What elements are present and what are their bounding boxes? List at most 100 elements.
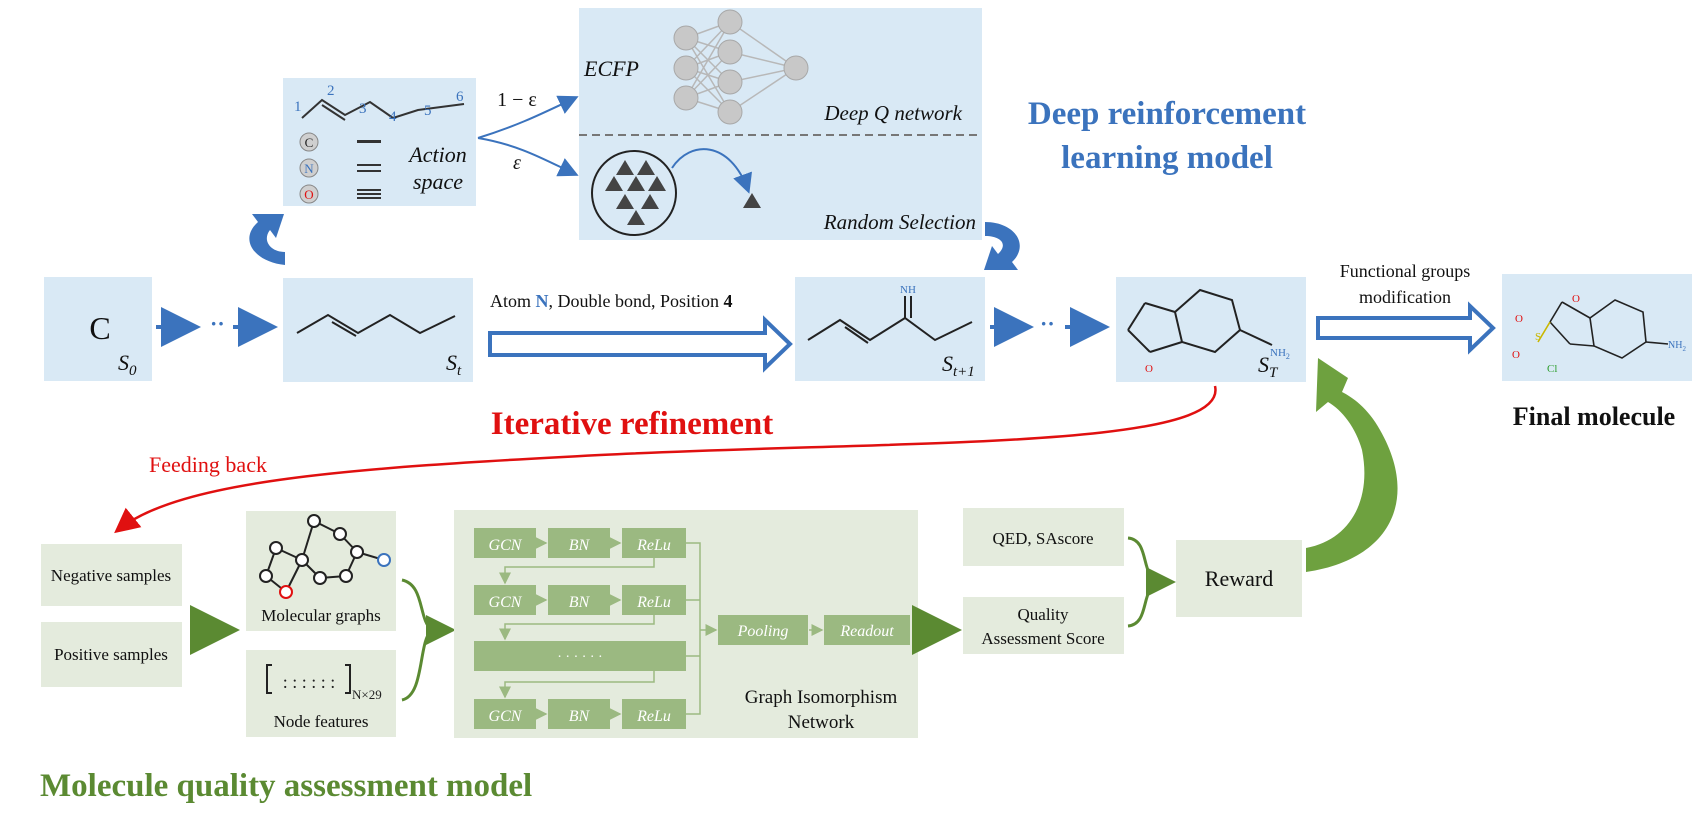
- molecular-graphs-label: Molecular graphs: [261, 606, 380, 625]
- dqn-label: Deep Q network: [823, 101, 962, 125]
- reward-box: Reward: [1176, 540, 1302, 617]
- gin-connectors: [499, 537, 824, 720]
- ecfp-label: ECFP: [583, 56, 639, 81]
- gin-ellipsis-row: · · · · · ·: [474, 641, 686, 671]
- svg-text:· · · · · ·: · · · · · ·: [557, 650, 602, 665]
- drl-title-line1: Deep reinforcement: [1028, 96, 1306, 132]
- node-feature-matrix-icon: : : : : : : N×29: [266, 664, 382, 702]
- functional-hollow-arrow-icon: [1316, 301, 1496, 355]
- final-molecule-title: Final molecule: [1513, 402, 1675, 431]
- svg-text:BN: BN: [569, 537, 591, 554]
- sT-nh2-label: NH2: [1270, 347, 1290, 361]
- action-space-label-line1: Action: [407, 142, 466, 167]
- final-molecule: O S O O Cl NH2: [1502, 274, 1692, 381]
- gin-panel: GCN BN ReLu GCN BN ReLu · · · · · · GCN …: [454, 510, 918, 738]
- svg-text:BN: BN: [569, 594, 591, 611]
- bond-triple-icon: [357, 189, 381, 199]
- action-hollow-arrow-icon: [488, 315, 793, 373]
- final-o-label: O: [1572, 293, 1580, 305]
- svg-text:GCN: GCN: [489, 708, 523, 725]
- st-label: St: [446, 350, 462, 379]
- position-5: 5: [424, 103, 432, 119]
- gin-name-line2: Network: [788, 712, 855, 733]
- atom-n-circle: [299, 158, 319, 178]
- svg-text:··: ··: [1040, 311, 1055, 336]
- iterative-refinement-title: Iterative refinement: [491, 406, 774, 442]
- functional-groups-step: Functional groups modification: [1316, 261, 1496, 355]
- final-o1-label: O: [1515, 313, 1523, 325]
- curl-arrow-up-icon: [249, 214, 285, 265]
- gin-row-2: GCN BN ReLu: [474, 585, 686, 615]
- quality-score-line2: Assessment Score: [981, 629, 1104, 648]
- epsilon-exploit-label: 1 − ε: [497, 89, 537, 111]
- selected-triangle-icon: [743, 193, 761, 208]
- action-taken: Atom N, Double bond, Position 4: [488, 291, 793, 373]
- positive-samples-label: Positive samples: [54, 645, 168, 664]
- policy-panel: ECFP Deep Q network: [579, 8, 982, 240]
- action-space-label-line2: space: [413, 169, 463, 194]
- svg-text:ReLu: ReLu: [636, 594, 671, 611]
- arrow-st1-dots: ··: [990, 307, 1110, 347]
- svg-text:GCN: GCN: [489, 594, 523, 611]
- svg-text:ReLu: ReLu: [636, 708, 671, 725]
- atom-c-circle: [299, 132, 319, 152]
- svg-text:N×29: N×29: [352, 687, 382, 702]
- epsilon-split: 1 − ε ε: [477, 89, 579, 177]
- feeding-back-label: Feeding back: [149, 452, 267, 477]
- atom-o-label: O: [304, 187, 313, 202]
- svg-text:ReLu: ReLu: [636, 537, 671, 554]
- action-text: Atom N, Double bond, Position 4: [490, 291, 733, 311]
- svg-text:BN: BN: [569, 708, 591, 725]
- atom-n-label: N: [304, 161, 314, 176]
- sT-label: ST: [1258, 352, 1279, 381]
- gin-row-3: GCN BN ReLu: [474, 699, 686, 729]
- curl-arrow-down-icon: [984, 222, 1020, 270]
- position-6: 6: [456, 89, 464, 105]
- node-features-label: Node features: [274, 712, 369, 731]
- score-boxes: QED, SAscore Quality Assessment Score: [963, 508, 1124, 654]
- random-pick-arrow: [671, 148, 752, 194]
- drl-title-line2: learning model: [1061, 140, 1273, 176]
- epsilon-explore-label: ε: [513, 152, 521, 174]
- state-st1: NH St+1: [795, 277, 985, 381]
- molecular-graph-icon: [259, 514, 391, 599]
- functional-line2: modification: [1359, 287, 1451, 307]
- final-o2-label: O: [1512, 349, 1520, 361]
- st1-label: St+1: [942, 351, 975, 380]
- input-boxes: Molecular graphs : : : : : : N×29 Node f…: [246, 511, 396, 737]
- neural-network-icon: [673, 9, 809, 125]
- state-sT: O NH2 ST: [1116, 277, 1306, 382]
- gin-row-1: GCN BN ReLu: [474, 528, 686, 558]
- s0-atom: C: [89, 310, 110, 346]
- action-space-panel: 1 2 3 4 5 6 C N O Action space: [283, 78, 476, 206]
- random-selection-label: Random Selection: [823, 210, 976, 234]
- svg-text:··: ··: [210, 311, 225, 336]
- svg-text:GCN: GCN: [489, 537, 523, 554]
- gin-name-line1: Graph Isomorphism: [745, 687, 898, 708]
- sample-boxes: Negative samples Positive samples: [41, 544, 182, 687]
- atom-o-circle: [299, 184, 319, 204]
- quality-score-line1: Quality: [1018, 605, 1069, 624]
- svg-text:: : : : : :: : : : : : :: [283, 672, 336, 692]
- scores-merge-brace: [1127, 536, 1176, 628]
- final-nh2-label: NH2: [1668, 340, 1686, 353]
- functional-line1: Functional groups: [1340, 261, 1471, 281]
- position-2: 2: [327, 83, 335, 99]
- arrow-s0-dots: ··: [156, 307, 278, 347]
- atom-c-label: C: [305, 135, 314, 150]
- s0-label: S0: [118, 350, 137, 379]
- final-s-label: S: [1535, 331, 1541, 343]
- readout-label: Readout: [839, 623, 894, 640]
- feedback-arrow: [114, 385, 1217, 534]
- position-3: 3: [359, 101, 367, 117]
- reward-label: Reward: [1205, 566, 1273, 591]
- sT-o-label: O: [1145, 363, 1153, 375]
- reward-feedback-arrow-icon: [1306, 358, 1398, 572]
- inputs-merge-brace: [401, 578, 456, 702]
- state-s0: C S0: [44, 277, 152, 381]
- random-pool-icon: [591, 150, 677, 236]
- pooling-label: Pooling: [737, 623, 789, 640]
- st1-nh-label: NH: [900, 284, 916, 296]
- mqa-title: Molecule quality assessment model: [40, 768, 532, 804]
